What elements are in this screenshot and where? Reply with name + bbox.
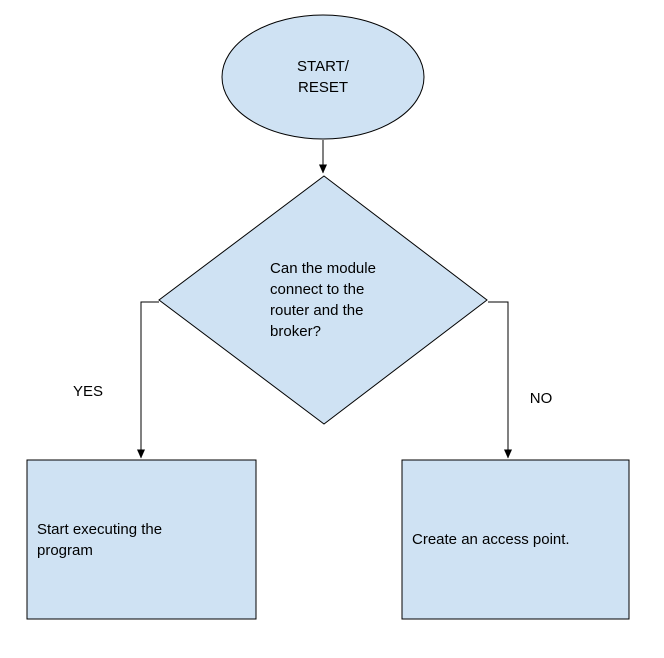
no-action-node-shape [401,459,630,620]
yes-edge-label: YES [72,383,103,400]
connector-yes-branch [137,301,159,459]
connector-no-branch [488,301,512,459]
no-edge-label: NO [529,390,553,407]
start-node-shape [221,14,425,140]
yes-action-node-shape [26,459,257,620]
decision-node-shape [158,175,488,425]
